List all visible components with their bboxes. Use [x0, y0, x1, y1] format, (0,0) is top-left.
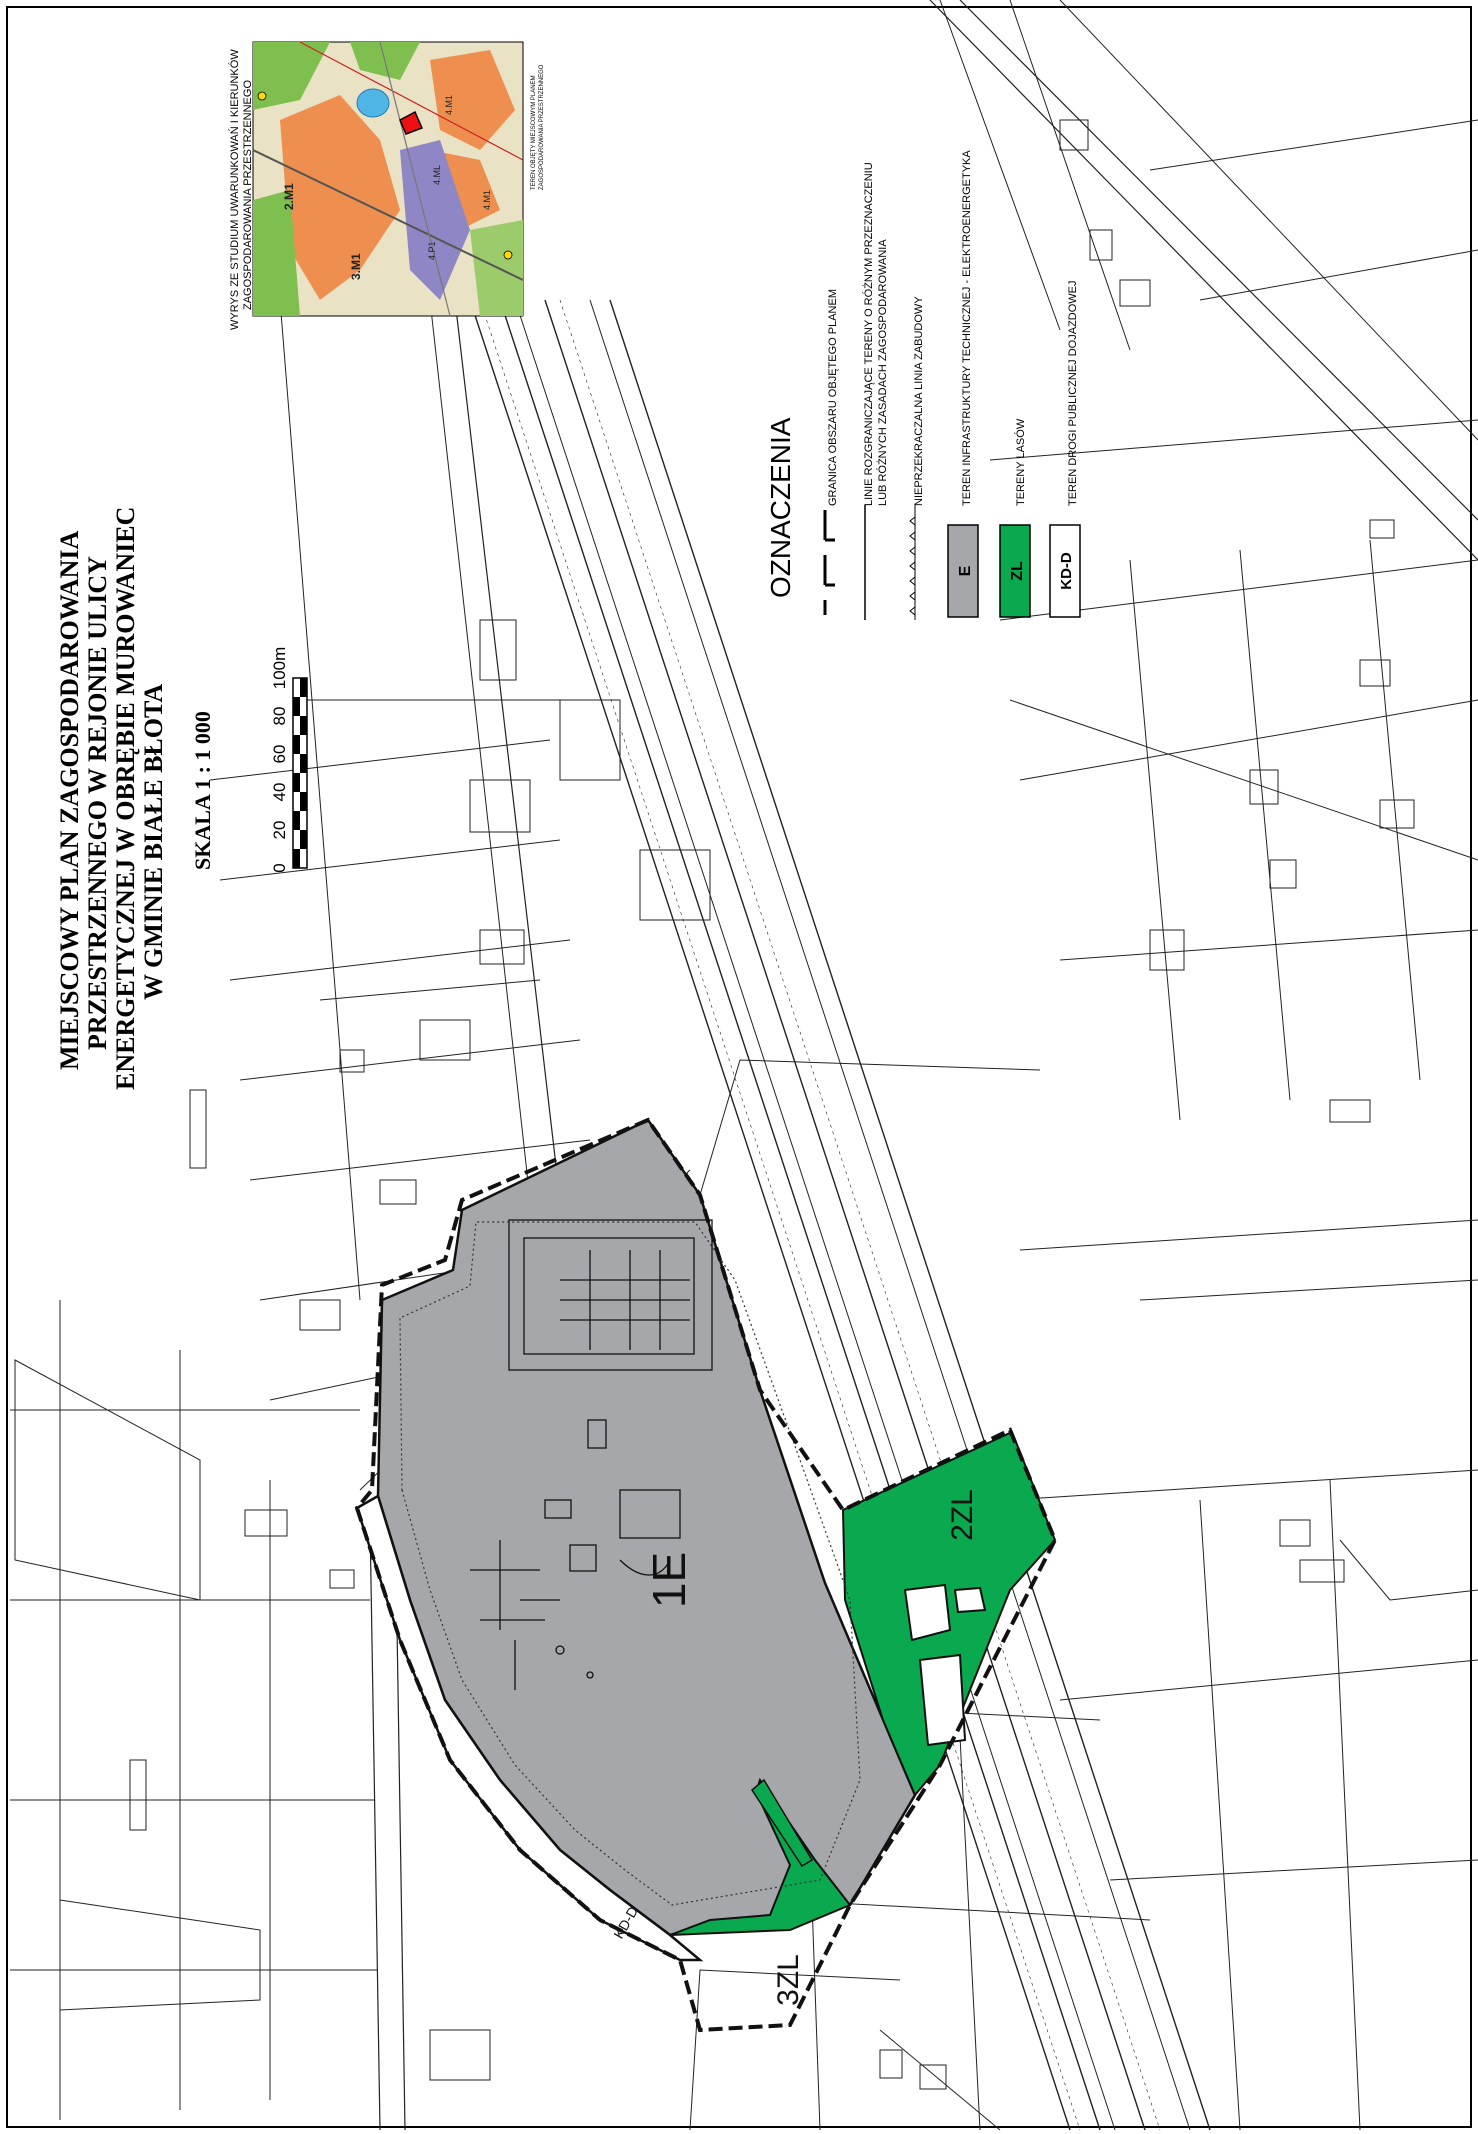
legend-heading: OZNACZENIA — [765, 417, 796, 598]
title-line-3: ENERGETYCZNEJ W OBRĘBIE MUROWANIEC — [111, 507, 140, 1090]
inset-zone-label-4: 4.M1 — [444, 95, 454, 115]
title-line-4: W GMINIE BIAŁE BŁOTA — [139, 684, 168, 1000]
legend-swatch-zl — [999, 524, 1031, 618]
legend: OZNACZENIA GRANICA OBSZARU OBJĘTEGO PLAN… — [765, 150, 1081, 620]
legend-code-kdd: KD-D — [1058, 552, 1075, 590]
zone-3zl-label: 3ZL — [772, 1954, 805, 2006]
legend-code-zl: ZL — [1009, 561, 1026, 581]
zone-2zl-label: 2ZL — [946, 1489, 979, 1541]
legend-label-plan-boundary: GRANICA OBSZARU OBJĘTEGO PLANEM — [827, 289, 839, 506]
inset-caption-line-1: WYRYS ZE STUDIUM UWARUNKOWAŃ I KIERUNKÓW — [228, 49, 241, 330]
legend-swatch-kdd — [1049, 524, 1081, 618]
legend-label-building-line: NIEPRZEKRACZALNA LINIA ZABUDOWY — [913, 296, 925, 506]
plan-boundary — [354, 1117, 1058, 2033]
legend-label-e: TEREN INFRASTRUKTURY TECHNICZNEJ - ELEKT… — [961, 150, 973, 506]
map-frame — [6, 6, 1472, 2128]
legend-swatch-e — [947, 524, 979, 618]
legend-label-zl: TERENY LASÓW — [1014, 418, 1027, 506]
scale-tick-20: 20 — [270, 821, 289, 840]
buildings-2zl — [903, 1583, 987, 1747]
legend-label-dividing-line-2: LUB RÓŻNYCH ZASADACH ZAGOSPODAROWANIA — [876, 239, 889, 506]
legend-label-kdd: TEREN DROGI PUBLICZNEJ DOJAZDOWEJ — [1067, 280, 1079, 506]
scale-label: SKALA 1 : 1 000 — [190, 711, 215, 870]
title-line-1: MIEJSCOWY PLAN ZAGOSPODAROWANIA — [55, 530, 84, 1070]
scale-tick-60: 60 — [270, 745, 289, 764]
scale-tick-100: 100m — [270, 647, 289, 690]
inset-map: 2.M1 3.M1 4.P1 4.M1 4.ML 4.M1 WYRYS ZE S… — [228, 41, 545, 330]
inset-zone-label-3: 4.P1 — [427, 241, 437, 260]
scale-tick-40: 40 — [270, 783, 289, 802]
inset-note-line-2: ZAGOSPODAROWANIA PRZESTRZENNEGO — [539, 64, 545, 190]
zone-1e-area[interactable] — [376, 1118, 917, 1937]
substation-details — [470, 1219, 713, 1690]
legend-code-e: E — [957, 565, 974, 576]
inset-zone-label-6: 4.M1 — [482, 190, 492, 210]
building-outlines — [129, 119, 1415, 2090]
scale-tick-80: 80 — [270, 707, 289, 726]
zone-3zl-strip — [751, 1778, 814, 1868]
inset-zone-label-2: 3.M1 — [349, 253, 363, 280]
title-block: MIEJSCOWY PLAN ZAGOSPODAROWANIA PRZESTRZ… — [55, 507, 215, 1090]
scale-tick-0: 0 — [270, 863, 289, 872]
inset-note-line-1: TEREN OBJĘTY MIEJSCOWYM PLANEM — [531, 75, 537, 190]
zone-1e-label: 1E — [643, 1552, 695, 1608]
legend-symbol-building-line — [909, 505, 916, 620]
title-line-2: PRZESTRZENNEGO W REJONIE ULICY — [83, 556, 112, 1050]
inset-caption-line-2: ZAGOSPODAROWANIA PRZESTRZENNEGO — [242, 80, 254, 310]
building-line-1e — [399, 1221, 861, 1906]
legend-symbol-plan-boundary — [823, 510, 835, 615]
inset-zone-label-5: 4.ML — [432, 165, 442, 185]
scale-bar: 0 20 40 60 80 100m — [270, 647, 308, 873]
legend-label-dividing-line-1: LINIE ROZGRANICZAJĄCE TERENY O RÓŻNYM PR… — [862, 162, 875, 506]
inset-zone-label-1: 2.M1 — [282, 183, 296, 210]
